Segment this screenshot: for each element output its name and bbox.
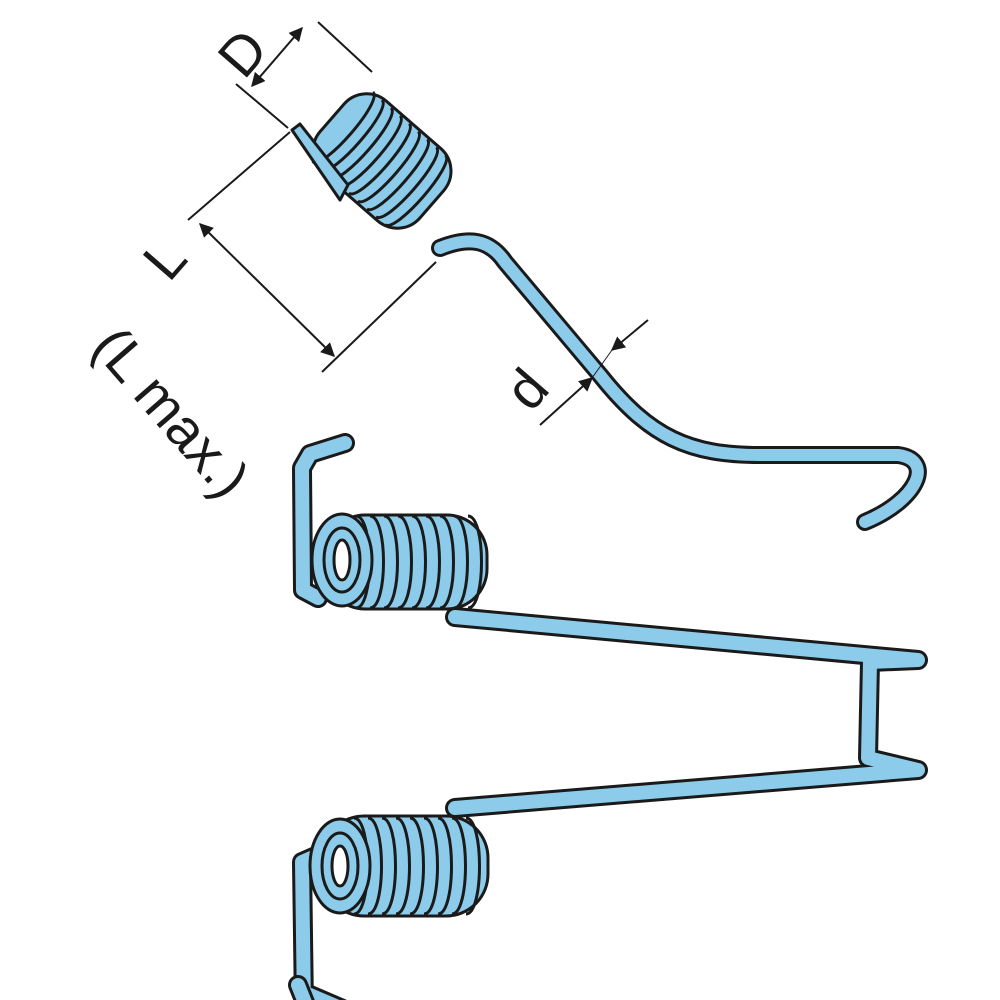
label-L: L bbox=[130, 226, 198, 291]
label-D: D bbox=[205, 17, 279, 89]
spring-arms bbox=[445, 607, 928, 818]
coil-turn bbox=[374, 146, 439, 219]
coil-turn bbox=[356, 130, 421, 204]
coil-turn bbox=[409, 816, 425, 916]
label-L-max: (L max.) bbox=[81, 315, 262, 510]
coil-turn bbox=[453, 514, 469, 610]
lower-coil bbox=[308, 814, 490, 918]
coil-turn bbox=[467, 514, 483, 610]
double-torsion-spring bbox=[288, 433, 928, 1000]
single-spring-detail bbox=[290, 91, 927, 531]
coil-turn bbox=[437, 816, 453, 916]
coil-turn bbox=[423, 816, 439, 916]
spring-coil bbox=[311, 91, 453, 230]
coil-turn bbox=[384, 154, 449, 227]
coil-turn bbox=[365, 138, 430, 211]
coil-turn bbox=[381, 816, 397, 916]
coil-turn bbox=[369, 514, 385, 610]
coil-turn bbox=[395, 816, 411, 916]
upper-coil bbox=[310, 512, 489, 611]
coil-turn bbox=[465, 816, 481, 916]
upper-hook-leg bbox=[292, 433, 355, 608]
coil-turn bbox=[347, 122, 412, 196]
coil-turn bbox=[451, 816, 467, 916]
spring-leg-wire bbox=[431, 232, 927, 531]
coil-turn bbox=[397, 514, 413, 610]
coil-end-tab bbox=[290, 122, 350, 202]
coil-turn bbox=[439, 514, 455, 610]
coil-turns bbox=[311, 91, 449, 227]
coil-turn bbox=[383, 514, 399, 610]
coil-turn bbox=[425, 514, 441, 610]
coil-turn bbox=[367, 816, 383, 916]
coil-turn bbox=[411, 514, 427, 610]
label-d: d bbox=[492, 356, 560, 421]
